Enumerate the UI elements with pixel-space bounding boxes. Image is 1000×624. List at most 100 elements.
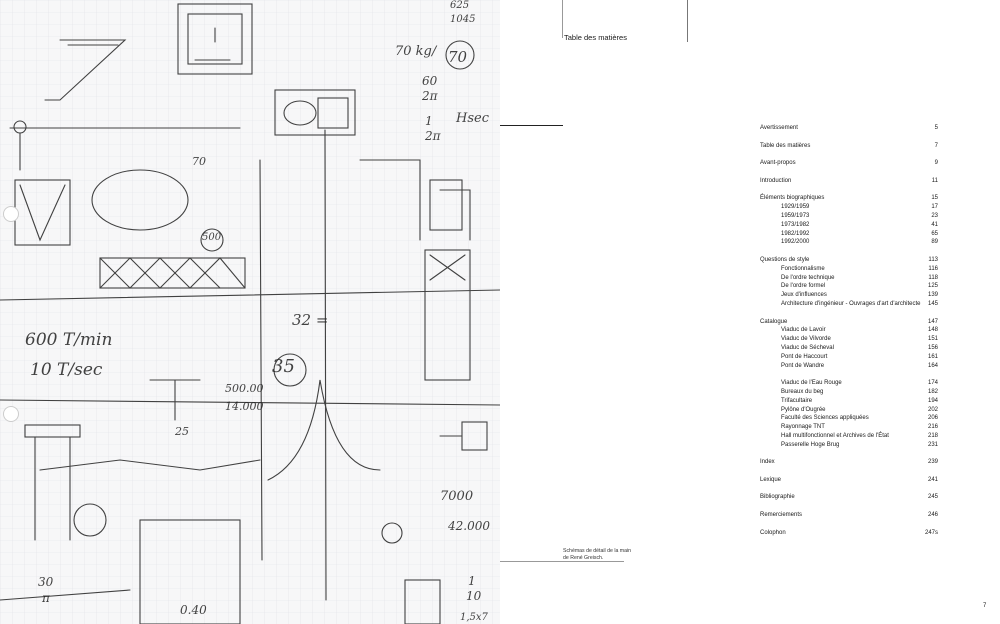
toc-page: 218 — [927, 432, 938, 439]
svg-text:Hsec: Hsec — [455, 111, 490, 126]
column-rule — [562, 0, 563, 38]
toc-label: Remerciements — [760, 512, 803, 519]
toc-label: Colophon — [760, 529, 786, 536]
toc-label: Viaduc de Lavoir — [781, 327, 826, 334]
toc-page: 116 — [928, 265, 938, 272]
toc-page: 145 — [927, 300, 938, 307]
toc-label: Questions de style — [760, 256, 810, 263]
svg-text:7000: 7000 — [440, 489, 473, 504]
svg-text:70: 70 — [448, 48, 468, 66]
toc-subentry[interactable]: Hall multifonctionnel et Archives de l'É… — [760, 432, 938, 441]
svg-text:14.000: 14.000 — [225, 400, 264, 413]
toc-label: De l'ordre technique — [781, 274, 835, 281]
toc-page: 41 — [931, 221, 938, 228]
toc-label: Architecture d'ingénieur - Ouvrages d'ar… — [781, 300, 921, 307]
toc-page: 11 — [931, 177, 938, 184]
toc-label: Catalogue — [760, 318, 788, 325]
svg-text:30: 30 — [38, 575, 54, 589]
toc-subentry[interactable]: De l'ordre formel 125 — [760, 282, 938, 291]
svg-text:60: 60 — [422, 74, 438, 88]
toc-page: 239 — [927, 459, 938, 466]
column-rule — [687, 0, 688, 42]
toc-subentry[interactable]: 1959/1973 23 — [760, 212, 938, 221]
svg-text:1,5x7: 1,5x7 — [460, 612, 489, 623]
toc-entry[interactable]: Catalogue 147 — [760, 318, 938, 327]
toc-subentry[interactable]: Architecture d'ingénieur - Ouvrages d'ar… — [760, 300, 938, 309]
toc-label: Bibliographie — [760, 494, 795, 501]
toc-page: 194 — [927, 397, 938, 404]
toc-page: 174 — [927, 380, 938, 387]
toc-subentry[interactable]: Bureaux du beg 182 — [760, 388, 938, 397]
toc-page: 164 — [927, 362, 938, 369]
toc-page: 89 — [931, 239, 938, 246]
toc-page: 7 — [934, 142, 938, 149]
sketch-image: 70 kg/ 70 625 1045 60 2π 1 2π Hsec 70 50… — [0, 0, 500, 624]
toc-page: 113 — [928, 256, 938, 263]
toc-page: 23 — [931, 212, 938, 219]
image-caption: Schémas de détail de la main de René Gre… — [563, 548, 632, 561]
svg-text:10: 10 — [466, 589, 482, 603]
sketch-drawing: 70 kg/ 70 625 1045 60 2π 1 2π Hsec 70 50… — [0, 0, 500, 624]
binder-hole — [3, 406, 19, 422]
toc-label: Bureaux du beg — [781, 388, 824, 395]
toc-page: 246 — [927, 512, 938, 519]
svg-text:32 =: 32 = — [292, 311, 328, 329]
svg-text:2π: 2π — [421, 89, 439, 103]
toc-page: 245 — [927, 494, 938, 501]
svg-text:0.40: 0.40 — [180, 603, 207, 617]
toc-subentry[interactable]: Trifacultaire 194 — [760, 397, 938, 406]
toc-page: 17 — [931, 204, 938, 211]
toc-label: Pylône d'Ougrée — [781, 406, 826, 413]
toc-page: 151 — [927, 336, 938, 343]
toc-subentry[interactable]: Viaduc de Lavoir 148 — [760, 326, 938, 335]
toc-label: Trifacultaire — [781, 397, 813, 404]
toc-page: 147 — [927, 318, 938, 325]
toc-page: 148 — [927, 327, 938, 334]
page-number: 7 — [983, 603, 987, 609]
toc-page: 9 — [934, 160, 938, 167]
svg-text:500: 500 — [202, 232, 222, 243]
toc-entry[interactable]: Bibliographie 245 — [760, 493, 938, 502]
toc-label: 1959/1973 — [781, 212, 810, 219]
svg-text:42.000: 42.000 — [447, 519, 490, 533]
divider-rule — [500, 125, 563, 126]
toc-entry[interactable]: Questions de style 113 — [760, 256, 938, 265]
toc-subentry[interactable]: Pylône d'Ougrée 202 — [760, 406, 938, 415]
toc-entry[interactable]: Remerciements 246 — [760, 511, 938, 520]
svg-text:π: π — [41, 591, 51, 605]
svg-text:600 T/min: 600 T/min — [25, 330, 112, 350]
toc-label: De l'ordre formel — [781, 283, 826, 290]
toc-page: 125 — [927, 283, 938, 290]
svg-text:1: 1 — [468, 574, 476, 588]
toc-page: 161 — [927, 353, 938, 360]
toc-label: 1929/1959 — [781, 204, 810, 211]
toc-page: 182 — [927, 388, 938, 395]
toc-subentry[interactable]: Pont de Haccourt 161 — [760, 353, 938, 362]
toc-subentry[interactable]: 1929/1959 17 — [760, 203, 938, 212]
toc-label: Pont de Haccourt — [781, 353, 828, 360]
toc-label: Éléments biographiques — [760, 195, 825, 202]
toc-page: 202 — [927, 406, 938, 413]
